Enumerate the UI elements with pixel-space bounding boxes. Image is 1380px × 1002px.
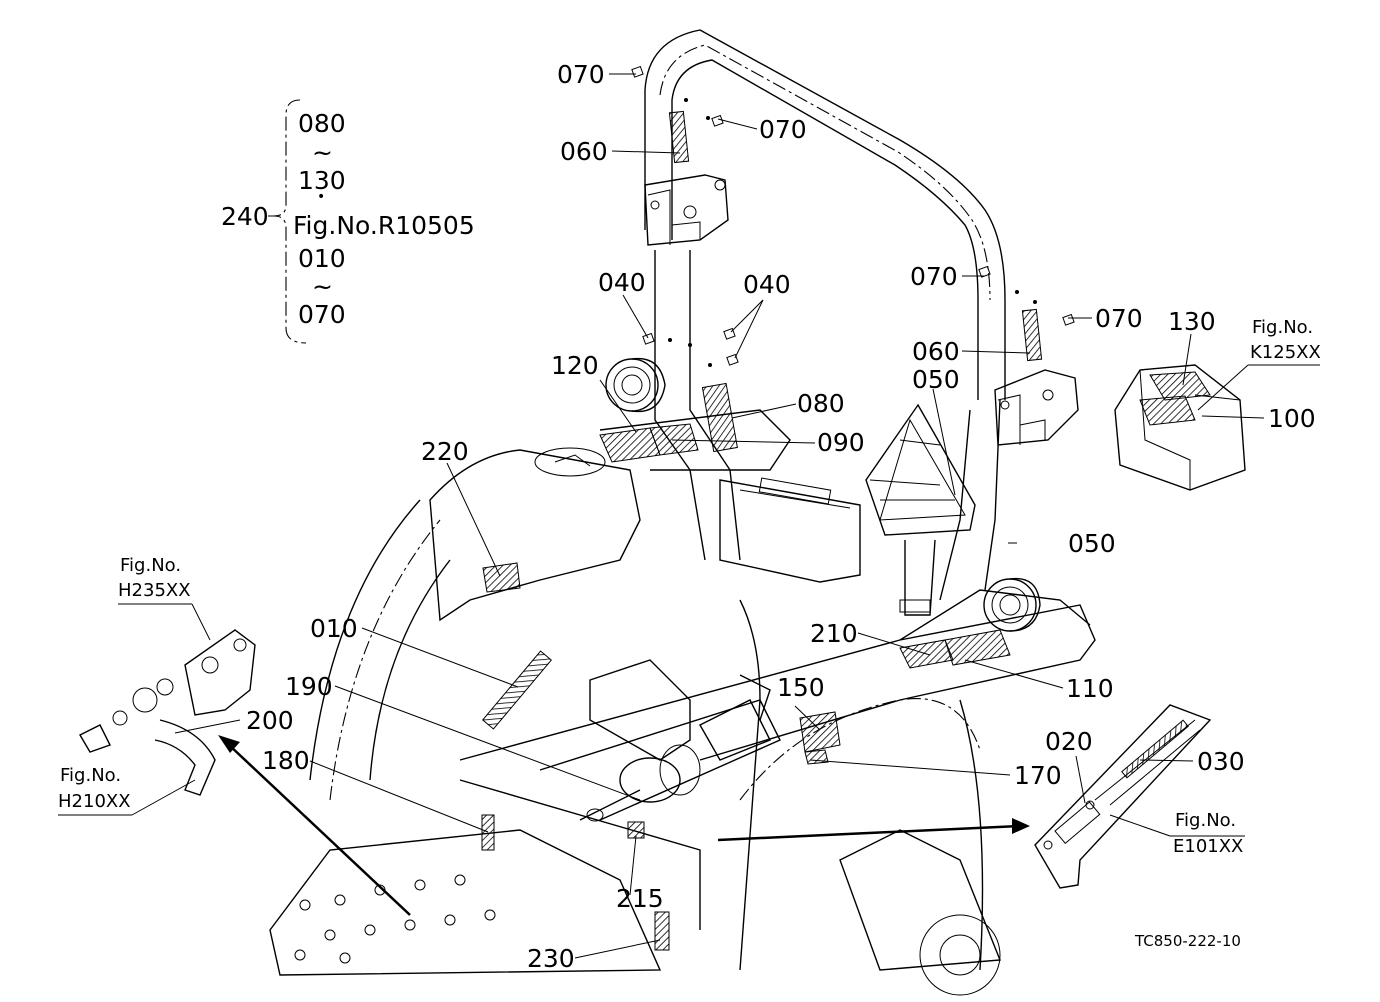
group-240-line: 130 xyxy=(298,166,346,195)
callout-060-a: 060 xyxy=(560,137,608,166)
decal-220 xyxy=(482,562,521,593)
triangle-sign xyxy=(865,403,976,616)
callout-170: 170 xyxy=(1014,761,1062,790)
callout-070-b: 070 xyxy=(759,115,807,144)
callout-110: 110 xyxy=(1066,674,1114,703)
callout-040-a: 040 xyxy=(598,268,646,297)
callout-215: 215 xyxy=(616,884,664,913)
group-240-line: ~ xyxy=(312,138,333,167)
group-240-line: 070 xyxy=(298,300,346,329)
group-240-line: 080 xyxy=(298,109,346,138)
callout-050-a: 050 xyxy=(912,365,960,394)
fender-body xyxy=(269,409,1096,996)
callout-150: 150 xyxy=(777,673,825,702)
drawing-code: TC850-222-10 xyxy=(1135,932,1241,950)
callout-060-b: 060 xyxy=(912,337,960,366)
callout-030: 030 xyxy=(1197,747,1245,776)
callout-230: 230 xyxy=(527,944,575,973)
callout-090: 090 xyxy=(817,428,865,457)
decal-120 xyxy=(599,427,661,463)
callout-120: 120 xyxy=(551,351,599,380)
decal-150 xyxy=(799,711,841,753)
callout-210: 210 xyxy=(810,619,858,648)
figref-h235-label: Fig.No. xyxy=(120,555,182,576)
callout-240: 240 xyxy=(221,202,269,231)
callout-070-c: 070 xyxy=(910,262,958,291)
callout-130: 130 xyxy=(1168,307,1216,336)
callout-180: 180 xyxy=(262,746,310,775)
group-240-line: 010 xyxy=(298,244,346,273)
decal-110 xyxy=(944,629,1011,666)
group-240-line: • xyxy=(317,189,326,205)
group-240-line: ~ xyxy=(312,272,333,301)
callout-070-d: 070 xyxy=(1095,304,1143,333)
decal-215 xyxy=(627,821,645,839)
cover-k125 xyxy=(1114,364,1246,491)
callout-190: 190 xyxy=(285,672,333,701)
decal-090 xyxy=(649,423,699,456)
callout-050-b: 050 xyxy=(1068,529,1116,558)
figref-h235-code: H235XX xyxy=(118,580,191,601)
figref-k125-code: K125XX xyxy=(1250,342,1321,363)
beacon-lights xyxy=(605,357,1041,632)
decal-230 xyxy=(654,911,670,951)
callout-220: 220 xyxy=(421,437,469,466)
callout-070-a: 070 xyxy=(557,60,605,89)
figref-e101-label: Fig.No. xyxy=(1175,810,1237,831)
decal-080 xyxy=(701,382,738,453)
hydraulic-fittings xyxy=(79,629,256,796)
callout-010: 010 xyxy=(310,614,358,643)
figref-k125-label: Fig.No. xyxy=(1252,317,1314,338)
figref-h210-label: Fig.No. xyxy=(60,765,122,786)
leader-lines xyxy=(58,73,1320,959)
decals xyxy=(481,382,1011,951)
callout-100: 100 xyxy=(1268,404,1316,433)
decal-010 xyxy=(482,650,552,730)
group-240-figref: Fig.No.R10505 xyxy=(293,211,475,240)
pointer-arrows xyxy=(218,735,1030,916)
callout-040-b: 040 xyxy=(743,270,791,299)
rops-frame xyxy=(631,29,1079,601)
callout-200: 200 xyxy=(246,706,294,735)
decal-180 xyxy=(481,814,495,851)
drive-shaft xyxy=(579,659,771,822)
callout-020: 020 xyxy=(1045,727,1093,756)
figref-h210-code: H210XX xyxy=(58,791,131,812)
decal-170 xyxy=(804,749,829,765)
figref-e101-code: E101XX xyxy=(1173,836,1244,857)
callout-080: 080 xyxy=(797,389,845,418)
